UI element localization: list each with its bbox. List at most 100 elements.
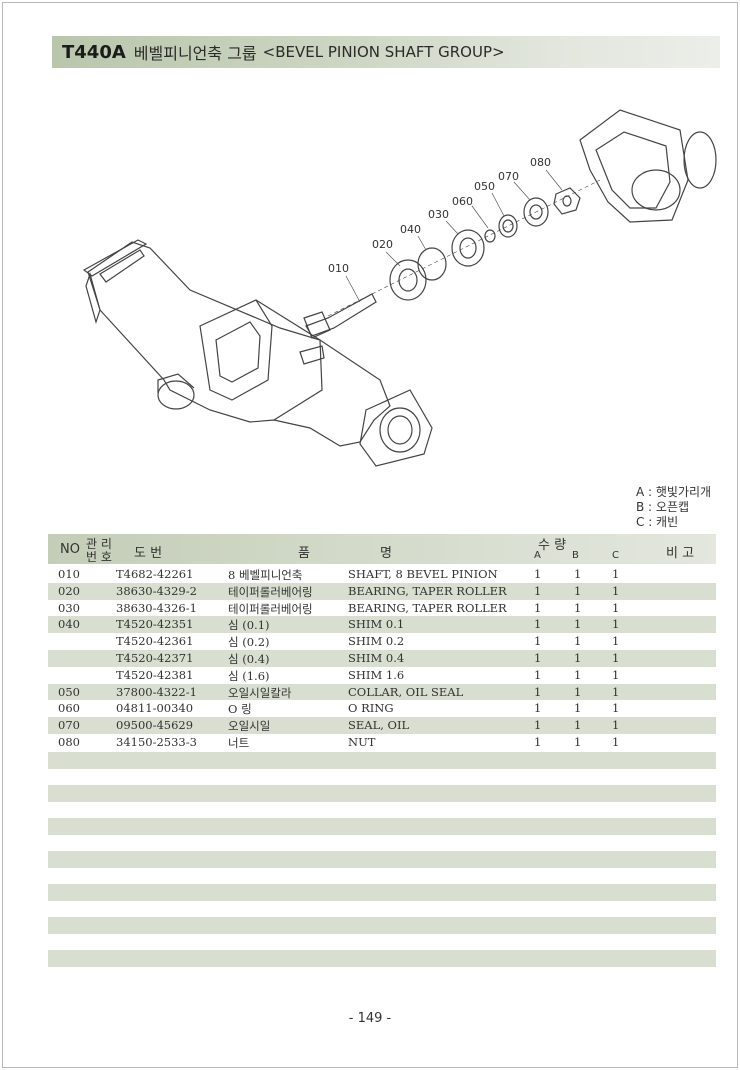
cell-c: 1 (612, 650, 620, 665)
empty-row (48, 867, 716, 884)
empty-row (48, 884, 716, 901)
cell-a: 1 (534, 684, 542, 699)
parts-table-header: NO 관 리 번 호 도 번 품 명 수 량 A B C 비 고 (48, 534, 716, 564)
cell-b: 1 (574, 684, 582, 699)
cell-b: 1 (574, 617, 582, 632)
cell-c: 1 (612, 600, 620, 615)
cell-ko: 너트 (228, 735, 250, 750)
empty-row (48, 818, 716, 835)
cell-a: 1 (534, 718, 542, 733)
cell-en: BEARING, TAPER ROLLER (348, 600, 507, 615)
cell-c: 1 (612, 634, 620, 649)
cell-ko: 오일시일칼라 (228, 685, 292, 700)
cell-c: 1 (612, 617, 620, 632)
cell-no: 040 (58, 617, 80, 632)
cell-en: COLLAR, OIL SEAL (348, 684, 464, 699)
header-mgmt-top: 관 리 (86, 537, 112, 551)
cell-no: 030 (58, 600, 80, 615)
cell-c: 1 (612, 684, 620, 699)
callout-050: 050 (474, 180, 495, 193)
cell-a: 1 (534, 634, 542, 649)
group-code: T440A (62, 41, 126, 63)
exploded-diagram: 010 020 030 040 050 060 070 080 (82, 109, 717, 467)
header-name: 명 (380, 546, 392, 561)
group-title-korean: 베벨피니언축 그룹 (133, 44, 257, 63)
cell-no: 080 (58, 734, 80, 749)
cell-part: T4682-42261 (116, 567, 194, 581)
empty-row (48, 900, 716, 917)
cell-ko: 테이퍼롤러베어링 (228, 601, 313, 616)
cell-a: 1 (534, 667, 542, 682)
cell-no: 010 (58, 567, 80, 581)
legend-item-c: C : 캐빈 (636, 515, 679, 529)
header-remarks: 비 고 (666, 546, 695, 561)
callout-030: 030 (428, 208, 449, 221)
cell-a: 1 (534, 600, 542, 615)
header-mgmt-bottom: 번 호 (86, 550, 112, 564)
callout-060: 060 (452, 195, 473, 208)
cell-b: 1 (574, 701, 582, 716)
cell-no: 070 (58, 718, 80, 733)
cell-b: 1 (574, 667, 582, 682)
cell-part: T4520-42351 (116, 617, 194, 632)
cell-ko: 8 베벨피니언축 (228, 568, 303, 582)
empty-row (48, 851, 716, 868)
cell-b: 1 (574, 650, 582, 665)
cell-b: 1 (574, 718, 582, 733)
empty-row (48, 768, 716, 785)
cell-part: T4520-42371 (116, 650, 194, 665)
cell-c: 1 (612, 583, 620, 598)
callout-070: 070 (498, 170, 519, 183)
header-qty-b: B (572, 550, 579, 561)
cell-en: BEARING, TAPER ROLLER (348, 583, 507, 598)
header-product: 품 (298, 546, 310, 561)
cell-ko: 심 (0.1) (228, 618, 270, 633)
empty-row (48, 801, 716, 818)
cell-ko: 오일시일 (228, 719, 271, 734)
cell-b: 1 (574, 634, 582, 649)
cell-part: T4520-42361 (116, 634, 194, 649)
cell-ko: 심 (1.6) (228, 668, 270, 683)
header-no: NO (60, 542, 80, 557)
empty-row (48, 834, 716, 851)
page-number: - 149 - (348, 1011, 392, 1026)
cell-c: 1 (612, 734, 620, 749)
table-row: 010 T4682-42261 8 베벨피니언축 SHAFT, 8 BEVEL PIN… (48, 566, 716, 583)
cell-en: O RING (348, 701, 394, 716)
empty-row (48, 950, 716, 967)
cell-en: SHIM 0.1 (348, 617, 405, 632)
cell-part: 37800-4322-1 (116, 684, 197, 699)
cell-ko: O 링 (228, 702, 252, 717)
empty-row (48, 785, 716, 802)
parts-table-body: 010 T4682-42261 8 베벨피니언축 SHAFT, 8 BEVEL PIN… (48, 566, 716, 751)
cell-no: 060 (58, 701, 80, 716)
cell-en: SEAL, OIL (348, 718, 410, 733)
cell-a: 1 (534, 567, 542, 581)
empty-row (48, 933, 716, 950)
cell-ko: 심 (0.2) (228, 635, 270, 650)
cell-no: 050 (58, 684, 80, 699)
cell-c: 1 (612, 667, 620, 682)
empty-row (48, 752, 716, 769)
cell-en: SHIM 0.4 (348, 650, 405, 665)
group-title-english: <BEVEL PINION SHAFT GROUP> (262, 43, 505, 61)
cell-b: 1 (574, 583, 582, 598)
cell-part: 09500-45629 (116, 718, 194, 733)
table-row: 070 09500-45629 오일시일 SEAL, OIL 1 1 1 (48, 717, 716, 734)
legend-item-a: A : 햇빛가리개 (636, 485, 712, 499)
table-row: 030 38630-4326-1 테이퍼롤러베어링 BEARING, TAPER RO… (48, 599, 716, 617)
callout-080: 080 (530, 156, 551, 169)
cell-part: 38630-4329-2 (116, 583, 197, 598)
legend-item-b: B : 오픈캡 (636, 500, 690, 514)
cell-en: SHAFT, 8 BEVEL PINION (348, 567, 498, 581)
cell-c: 1 (612, 701, 620, 716)
cell-part: 38630-4326-1 (116, 600, 197, 615)
cell-c: 1 (612, 718, 620, 733)
cell-a: 1 (534, 650, 542, 665)
